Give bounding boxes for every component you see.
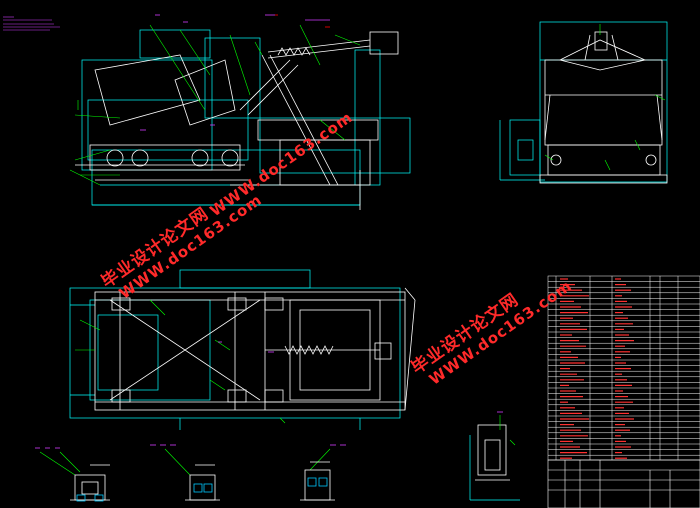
header-note-block [3,16,60,31]
detail-view-4 [469,411,520,501]
detail-view-2 [150,444,220,501]
parts-list-table [547,275,700,461]
plan-view [69,269,416,430]
side-elevation-view [69,14,411,210]
end-elevation-view [499,21,668,184]
title-block [547,459,700,508]
detail-view-3 [300,444,346,501]
detail-view-1 [35,447,110,502]
